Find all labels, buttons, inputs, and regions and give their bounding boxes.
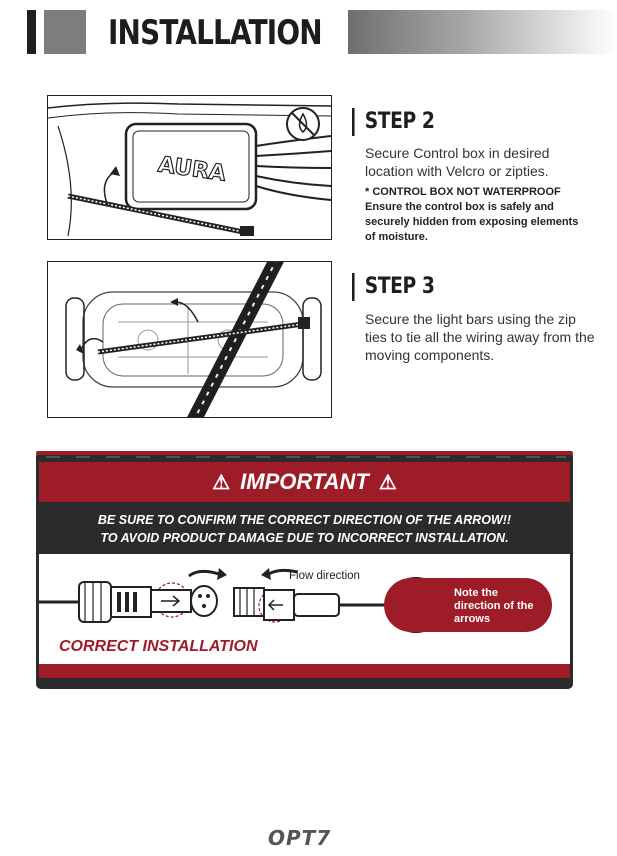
note-arrows-text: Note the direction of the arrows [454, 587, 546, 626]
panel-stripes [36, 451, 573, 458]
step2-body: Secure Control box in desired location w… [365, 145, 550, 179]
brand-logo: OPT7 [268, 826, 332, 850]
page-title: INSTALLATION [108, 13, 323, 53]
important-message-line2: TO AVOID PRODUCT DAMAGE DUE TO INCORRECT… [100, 531, 509, 545]
important-title: IMPORTANT [240, 469, 369, 494]
panel-bottom-band [39, 664, 570, 678]
header-grey-block [44, 10, 86, 54]
note-arrows-content: Note the direction of the arrows [454, 587, 534, 625]
step2-heading: STEP 2 [352, 108, 435, 136]
warning-icon: ⚠ [378, 472, 397, 494]
step2-illustration: AURA [47, 95, 332, 240]
header-gradient-bar [348, 10, 617, 54]
step3-heading: STEP 3 [352, 273, 435, 301]
important-panel: ⚠ IMPORTANT ⚠ BE SURE TO CONFIRM THE CORRE… [36, 451, 573, 689]
waterproof-note: * CONTROL BOX NOT WATERPROOF Ensure the … [365, 186, 579, 243]
correct-installation-label: CORRECT INSTALLATION [59, 638, 258, 655]
important-banner [39, 462, 570, 502]
connector-diagram: Flow direction CORRECT INSTALLATION [39, 554, 570, 664]
important-message-line1: BE SURE TO CONFIRM THE CORRECT DIRECTION… [97, 513, 512, 527]
important-message: BE SURE TO CONFIRM THE CORRECT DIRECTION… [36, 511, 573, 547]
important-title-row: ⚠ IMPORTANT ⚠ [36, 462, 573, 502]
step3-illustration [47, 261, 332, 418]
flow-direction-label: Flow direction [289, 570, 360, 582]
header-accent-bar [27, 10, 36, 54]
warning-icon: ⚠ [212, 472, 231, 494]
step3-body: Secure the light bars using the zip ties… [365, 311, 595, 363]
note-pill [384, 578, 552, 632]
